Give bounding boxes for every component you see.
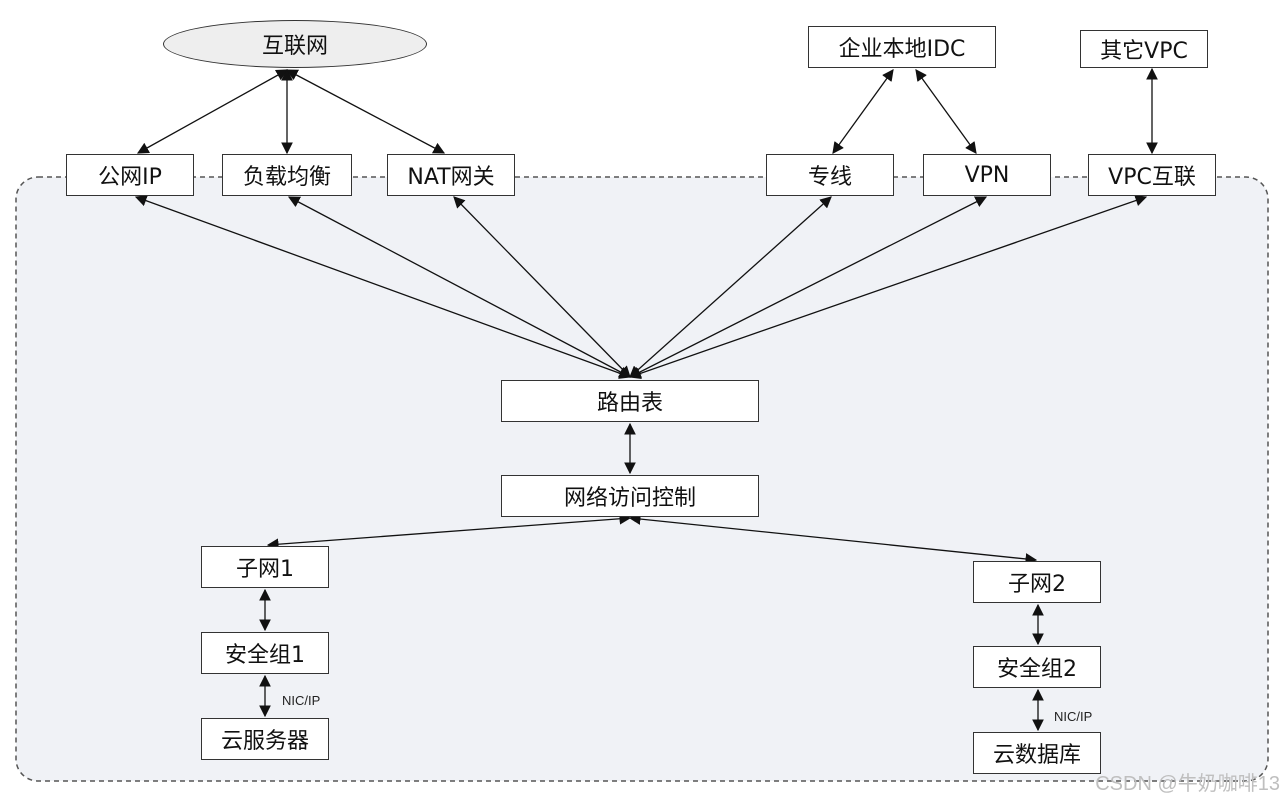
security-group2-node: 安全组2: [973, 646, 1101, 688]
route-table-node: 路由表: [501, 380, 759, 422]
idc-node: 企业本地IDC: [808, 26, 996, 68]
load-balancer-node: 负载均衡: [222, 154, 352, 196]
acl-subnet1-link: [266, 512, 632, 551]
other-vpc-node: 其它VPC: [1080, 30, 1208, 68]
cloud-server-node: 云服务器: [201, 718, 329, 760]
acl-subnet2-link: [628, 513, 1038, 565]
vpn-node: VPN: [923, 154, 1051, 196]
network-acl-node: 网络访问控制: [501, 475, 759, 517]
idc-vpn-link: [915, 69, 977, 154]
cloud-database-node: 云数据库: [973, 732, 1101, 774]
idc-dedicated-line-link: [832, 69, 894, 154]
subnet1-node: 子网1: [201, 546, 329, 588]
vpc-peering-node: VPC互联: [1088, 154, 1216, 196]
watermark: CSDN @牛奶咖啡13: [1095, 773, 1280, 795]
nic-ip-label-right: NIC/IP: [1054, 709, 1093, 724]
dedicated-line-node: 专线: [766, 154, 894, 196]
internet-node: 互联网: [163, 20, 427, 68]
public-ip-node: 公网IP: [66, 154, 194, 196]
internet-nat-link: [285, 69, 446, 154]
vpc-peering-route-link: [628, 194, 1148, 380]
nat-gateway-node: NAT网关: [387, 154, 515, 196]
subnet2-node: 子网2: [973, 561, 1101, 603]
internet-public-ip-link: [136, 69, 289, 154]
security-group1-node: 安全组1: [201, 632, 329, 674]
nic-ip-label-left: NIC/IP: [282, 693, 321, 708]
nat-route-link: [453, 196, 631, 378]
